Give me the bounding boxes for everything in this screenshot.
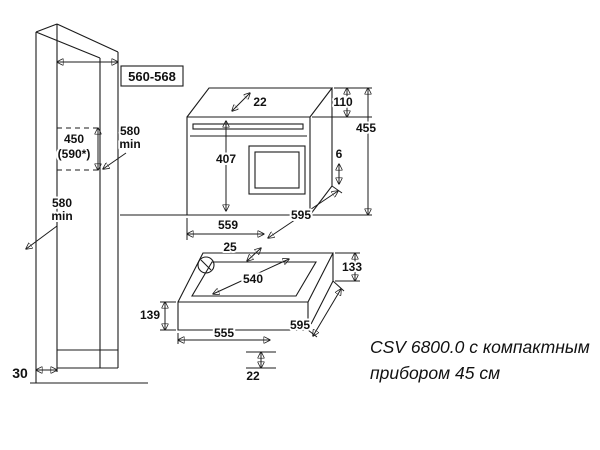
- cabinet-outline: [30, 23, 187, 384]
- oven-door-frame: [248, 145, 306, 195]
- dim-min-depth-upper: 580 min: [103, 122, 143, 169]
- dim-shelf-height: 450 (590*): [56, 128, 98, 170]
- dim-min-depth-lower: 580 min: [26, 194, 75, 249]
- dimension-label: 580: [52, 196, 72, 210]
- dimension-label: 455: [356, 121, 376, 135]
- dimension-line: [232, 93, 250, 111]
- dimension-label: 559: [218, 218, 238, 232]
- dim-drawer-width: 595: [288, 280, 345, 338]
- dim-appliance-depth: 559: [187, 216, 264, 240]
- dimension-unit: min: [119, 137, 140, 151]
- dimension-line: [247, 248, 261, 261]
- dimensions: 560-568 22 110 455 6 407 559: [10, 62, 378, 385]
- dim-niche-height: 455: [312, 88, 378, 215]
- dimension-label: 139: [140, 308, 160, 322]
- mounting-detail-mark: [200, 259, 212, 271]
- dimension-label-alt: (590*): [58, 147, 91, 161]
- dimension-label: 110: [333, 95, 353, 109]
- dim-drawer-front-height: 139: [138, 301, 176, 331]
- cabinet-lines: [30, 23, 187, 384]
- dimension-label: 133: [342, 260, 362, 274]
- dim-mid-clearance: 25: [221, 238, 261, 261]
- dim-top-clearance: 22: [232, 93, 269, 111]
- dimension-label: 6: [336, 147, 343, 161]
- cabinet-shelf-dashed-lines: [57, 127, 100, 171]
- dim-rear-gap: 6: [334, 145, 345, 184]
- dimension-line: [268, 191, 338, 238]
- dim-bottom-clearance: 22: [244, 352, 276, 385]
- dimension-unit: min: [51, 209, 72, 223]
- dimension-line: [213, 259, 289, 294]
- caption-line-1: CSV 6800.0 с компактным: [370, 337, 590, 357]
- dim-niche-depth: 560-568: [57, 62, 184, 87]
- leader-arrow: [26, 225, 58, 249]
- dim-drawer-inner-depth: 540: [213, 259, 289, 294]
- dimension-label: 555: [214, 326, 234, 340]
- dim-appliance-width: 595: [268, 185, 343, 238]
- dimension-line: [313, 289, 341, 336]
- dimension-label: 540: [243, 272, 263, 286]
- dim-drawer-niche-height: 133: [335, 253, 364, 281]
- dimension-label: 407: [216, 152, 236, 166]
- dim-drawer-depth: 555: [178, 324, 270, 344]
- oven-handle: [192, 123, 304, 130]
- dim-upper-offset: 110: [312, 88, 372, 117]
- dim-plinth-recess: 30: [10, 363, 57, 383]
- dimension-label: 22: [253, 95, 267, 109]
- extension-line: [331, 185, 343, 194]
- model-caption: CSV 6800.0 с компактным прибором 45 см: [370, 334, 595, 387]
- leader-arrow: [103, 152, 127, 169]
- caption-line-2: прибором 45 см: [370, 363, 501, 384]
- dimension-label: 595: [290, 318, 310, 332]
- extension-line: [160, 301, 176, 331]
- dimension-box: [120, 65, 184, 87]
- dimension-label: 22: [246, 369, 260, 383]
- dimension-label: 580: [120, 124, 140, 138]
- dim-appliance-height: 407: [214, 121, 238, 211]
- extension-line: [307, 280, 345, 338]
- dimension-label: 450: [64, 132, 84, 146]
- dimension-label: 25: [223, 240, 237, 254]
- dimension-label: 595: [291, 208, 311, 222]
- dimension-label: 560-568: [128, 69, 176, 84]
- oven-door-window: [254, 151, 300, 189]
- dimension-label: 30: [12, 365, 28, 381]
